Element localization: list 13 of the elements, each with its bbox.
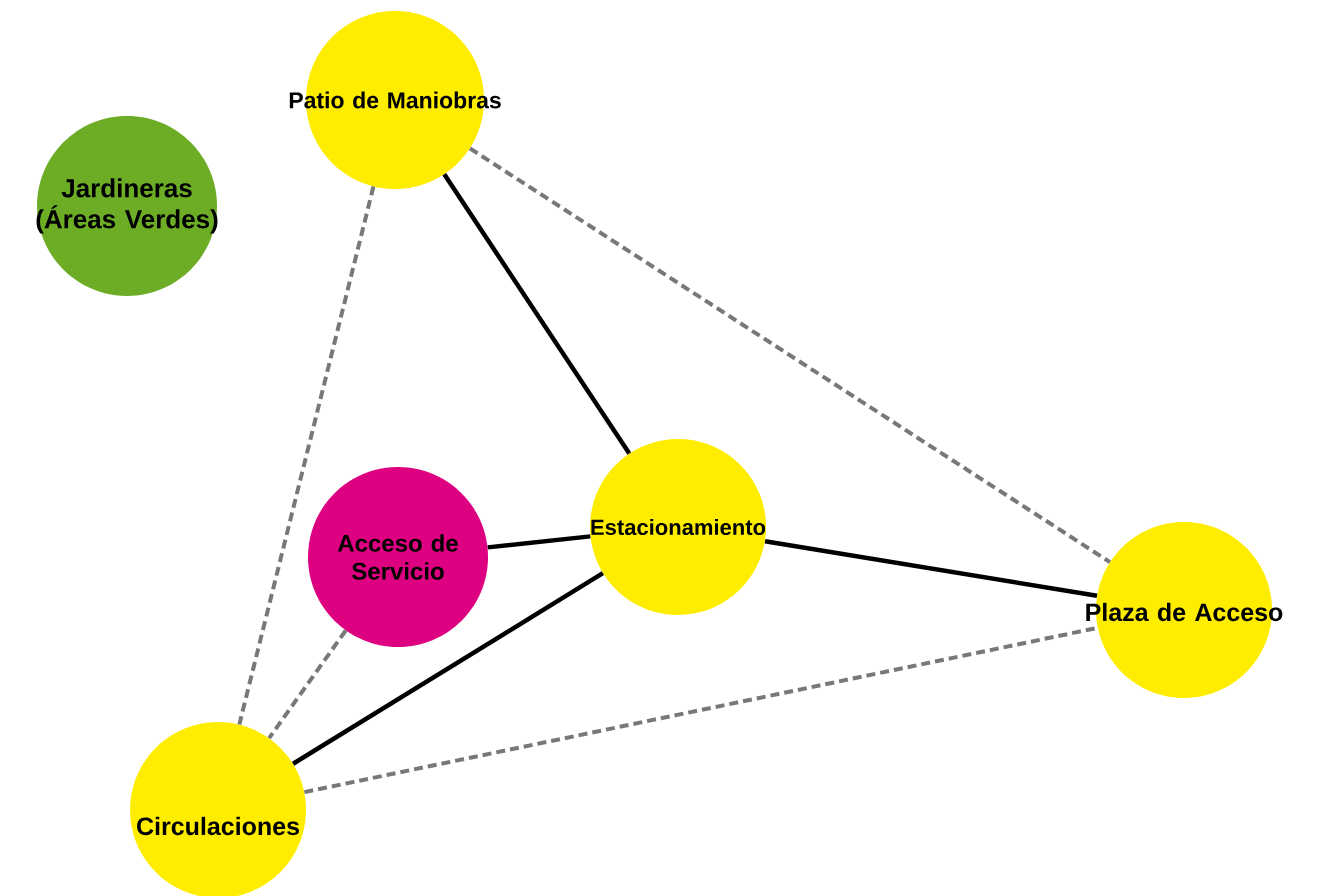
node-label: Estacionamiento [591, 518, 766, 536]
connector-line [487, 534, 591, 550]
circle-node [37, 116, 217, 296]
node-label: Acceso de Servicio [337, 534, 458, 580]
connector-line [442, 173, 632, 455]
dashed-line [468, 146, 1112, 564]
dashed-line [267, 629, 348, 740]
circle-node [590, 439, 766, 615]
connector-line [764, 539, 1098, 598]
dashed-line [237, 186, 376, 725]
connector-line [291, 571, 605, 766]
node-label: Circulaciones [137, 816, 299, 836]
circle-node [308, 467, 488, 647]
